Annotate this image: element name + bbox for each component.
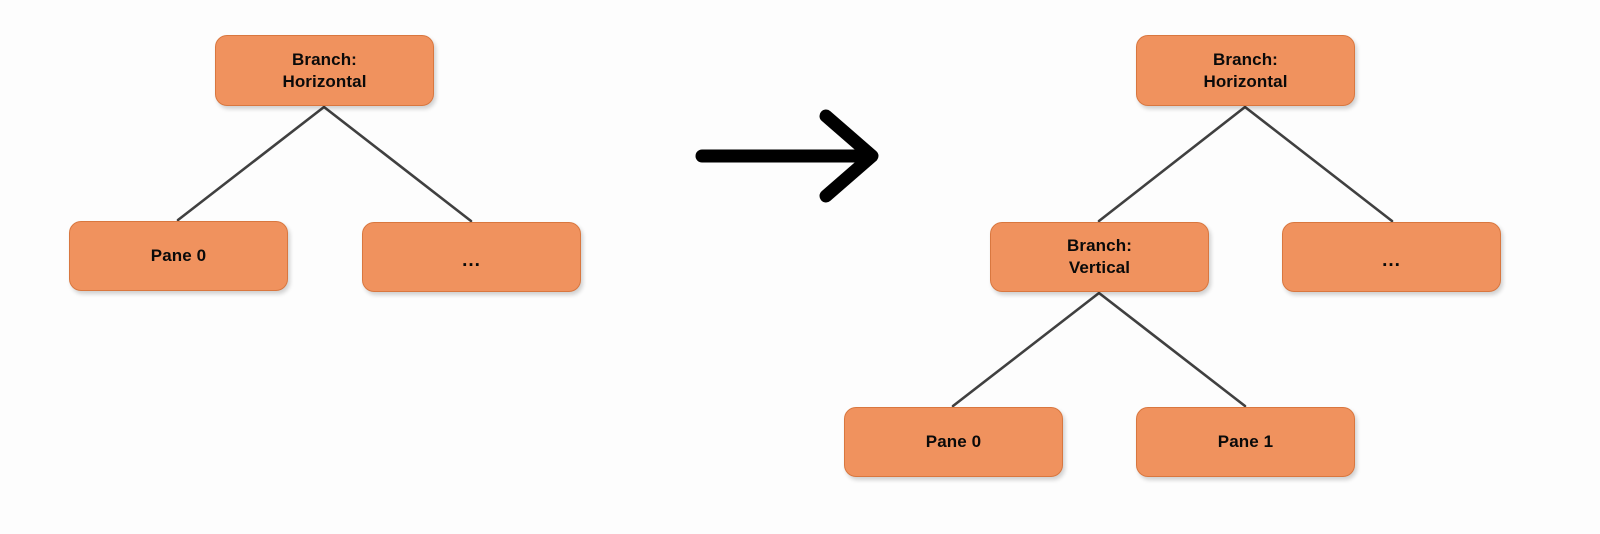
before-node-b-root: Branch: Horizontal [215,35,434,106]
after-node-a-vert: Branch: Vertical [990,222,1209,292]
after-node-a-rest: ... [1282,222,1501,292]
tree-edge-a-root-to-a-rest [1243,105,1394,223]
tree-edge-a-root-to-a-vert [1097,105,1247,223]
tree-edge-b-root-to-b-rest [322,105,473,223]
transformation-arrow-icon [695,109,879,203]
after-node-a-root: Branch: Horizontal [1136,35,1355,106]
after-node-a-pane1: Pane 1 [1136,407,1355,477]
tree-edge-b-root-to-b-pane0 [176,105,326,222]
after-node-a-pane0: Pane 0 [844,407,1063,477]
before-node-b-pane0: Pane 0 [69,221,288,291]
tree-edges [176,105,1394,408]
tree-edge-a-vert-to-a-pane0 [951,291,1101,408]
arrow-head [819,109,879,203]
before-node-b-rest: ... [362,222,581,292]
tree-edge-a-vert-to-a-pane1 [1097,291,1247,408]
